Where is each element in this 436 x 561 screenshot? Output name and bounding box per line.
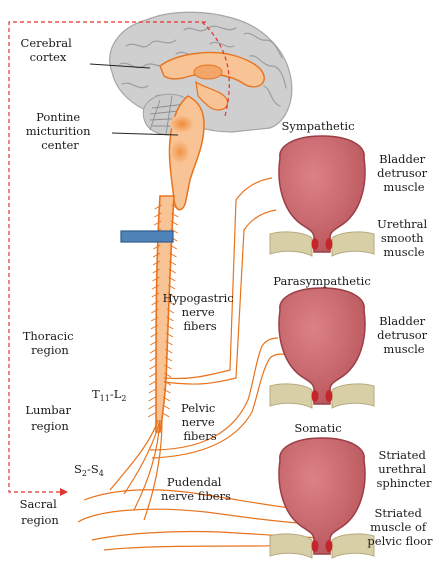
bladder-sympathetic: [270, 136, 374, 256]
sympathetic-heading: Sympathetic: [281, 119, 354, 133]
striated-urethral-sphincter-label: Striated urethral sphincter: [376, 448, 432, 490]
thoracic-region-label: Thoracic region: [23, 329, 78, 357]
t11-l2-label: T11-L2: [92, 387, 126, 403]
sacral-region-label: Sacral region: [20, 497, 61, 527]
s2-s4-label: S2-S4: [74, 462, 104, 478]
spinal-cord: [110, 196, 179, 520]
spinal-rootlet: [162, 413, 169, 417]
spinal-rootlet: [149, 389, 156, 393]
bladder-somatic: [270, 438, 374, 558]
spinal-rootlet: [148, 413, 155, 417]
pontine-micturition-center-label: Pontine micturition center: [26, 110, 95, 152]
dashed-pathway-arrowhead: [60, 488, 68, 496]
parasympathetic-heading: Parasympathetic: [273, 274, 371, 288]
lumbar-region-label: Lumbar region: [25, 403, 74, 433]
spinal-rootlet: [148, 405, 155, 409]
bladder-detrusor-label-2: Bladder detrusor muscle: [377, 314, 431, 356]
spinal-rootlet: [149, 381, 156, 385]
spinal-lesion-marker: [121, 231, 173, 242]
pelvic-nerve-fibers: [150, 338, 286, 458]
bladder-detrusor-label-1: Bladder detrusor muscle: [377, 152, 431, 194]
striated-pelvic-floor-label: Striated muscle of pelvic floor: [367, 506, 433, 548]
bladder-parasympathetic: [270, 288, 374, 408]
spinal-rootlet: [149, 397, 156, 401]
somatic-heading: Somatic: [294, 421, 341, 435]
cerebral-cortex-label: Cerebral cortex: [21, 36, 76, 64]
pelvic-nerve-fibers-label: Pelvic nerve fibers: [181, 401, 219, 443]
hypogastric-nerve-fibers-label: Hypogastric nerve fibers: [163, 291, 238, 333]
cauda-equina: [110, 420, 162, 520]
pontine-micturition-center-spot: [170, 115, 194, 133]
urethral-smooth-muscle-label: Urethral smooth muscle: [377, 217, 431, 259]
pudendal-nerve-fibers-label: Pudendal nerve fibers: [161, 475, 231, 503]
